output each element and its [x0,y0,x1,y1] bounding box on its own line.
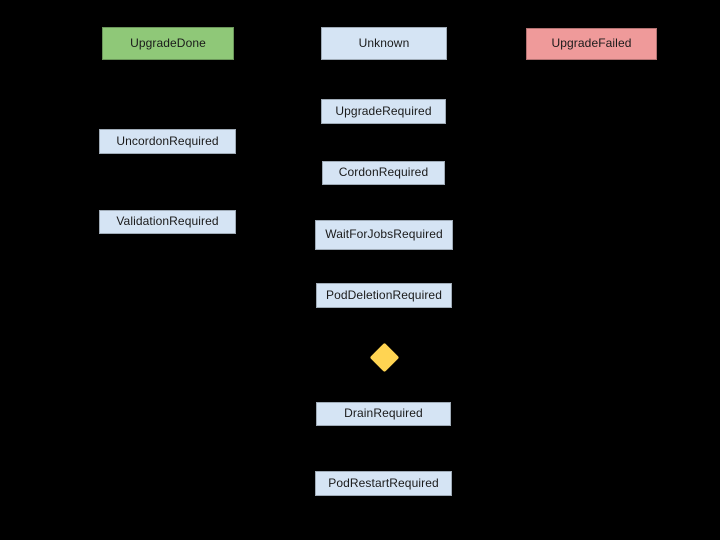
node-cordon-required[interactable]: CordonRequired [322,161,445,185]
node-label: WaitForJobsRequired [325,227,443,242]
node-upgrade-done[interactable]: UpgradeDone [102,27,234,60]
node-validation-required[interactable]: ValidationRequired [99,210,236,234]
node-label: UpgradeFailed [551,36,632,51]
node-label: Unknown [358,35,410,50]
node-label: UpgradeDone [130,35,206,50]
node-drain-required[interactable]: DrainRequired [316,402,451,426]
node-label: PodRestartRequired [328,475,439,490]
decision-diamond-node[interactable] [369,342,400,373]
node-label: UncordonRequired [116,133,219,148]
node-label: CordonRequired [338,165,429,180]
node-upgrade-required[interactable]: UpgradeRequired [321,99,446,124]
node-wait-for-jobs-required[interactable]: WaitForJobsRequired [315,220,453,250]
node-label: UpgradeRequired [335,103,432,118]
node-label: PodDeletionRequired [326,287,442,302]
node-pod-restart-required[interactable]: PodRestartRequired [315,471,452,496]
node-pod-deletion-required[interactable]: PodDeletionRequired [316,283,452,308]
node-upgrade-failed[interactable]: UpgradeFailed [526,28,657,60]
node-label: ValidationRequired [116,214,219,229]
node-uncordon-required[interactable]: UncordonRequired [99,129,236,154]
node-label: DrainRequired [344,406,423,421]
node-unknown[interactable]: Unknown [321,27,447,60]
